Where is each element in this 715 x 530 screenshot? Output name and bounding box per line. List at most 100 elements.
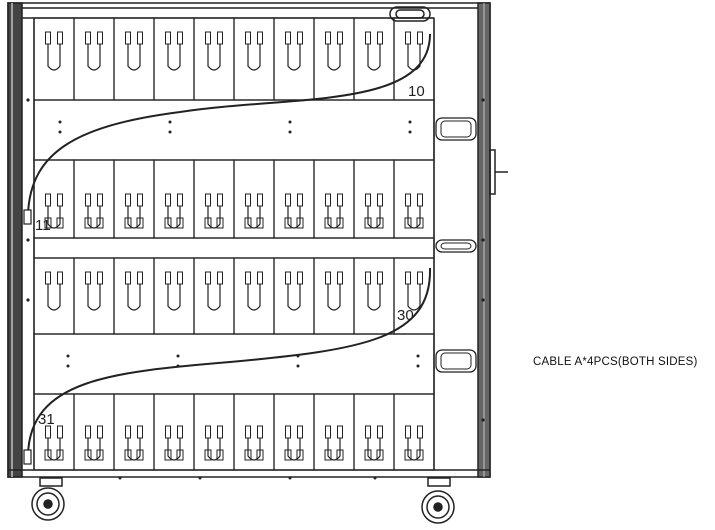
- battery-cell: [273, 17, 315, 101]
- battery-terminal: [365, 271, 371, 285]
- battery-terminal: [377, 31, 383, 45]
- cell-connector: [287, 206, 301, 229]
- battery-cell: [273, 257, 315, 335]
- battery-terminal: [125, 425, 131, 439]
- battery-terminal: [337, 193, 343, 207]
- battery-terminal: [165, 425, 171, 439]
- battery-terminal: [365, 425, 371, 439]
- top-handle: [389, 6, 431, 22]
- rivet: [58, 120, 62, 124]
- battery-terminal: [325, 425, 331, 439]
- label-battery-11: 11: [35, 217, 51, 234]
- cable-row1-row2: [27, 33, 431, 216]
- battery-terminal: [405, 271, 411, 285]
- battery-terminal: [44, 449, 52, 461]
- battery-terminal: [337, 271, 343, 285]
- battery-terminal: [205, 425, 211, 439]
- cell-connector: [327, 284, 341, 311]
- battery-terminal: [125, 193, 131, 207]
- battery-terminal: [417, 271, 423, 285]
- frame-rivet: [481, 98, 485, 102]
- caster-left: [31, 477, 65, 521]
- frame-rivet: [26, 238, 30, 242]
- battery-terminal: [405, 31, 411, 45]
- cell-connector: [127, 438, 141, 461]
- label-battery-31: 31: [38, 411, 55, 428]
- cell-connector: [127, 44, 141, 71]
- battery-terminal: [364, 449, 372, 461]
- cell-connector: [47, 206, 61, 229]
- side-handle: [435, 349, 477, 373]
- battery-labels: 10 11 30 31: [35, 83, 425, 428]
- battery-terminal: [205, 31, 211, 45]
- door-lock: [489, 149, 496, 195]
- battery-terminal: [204, 217, 212, 229]
- battery-terminal: [324, 449, 332, 461]
- battery-terminal: [96, 449, 104, 461]
- battery-terminal: [245, 31, 251, 45]
- battery-terminal: [417, 31, 423, 45]
- rivet: [416, 364, 420, 368]
- battery-terminal: [285, 271, 291, 285]
- battery-terminal: [325, 193, 331, 207]
- cell-connector: [327, 44, 341, 71]
- side-handle: [435, 239, 477, 253]
- rivet: [58, 130, 62, 134]
- battery-cell: [33, 17, 75, 101]
- battery-terminal: [97, 425, 103, 439]
- battery-terminal: [176, 217, 184, 229]
- frame-rivet: [481, 238, 485, 242]
- battery-terminal: [85, 271, 91, 285]
- casters: [31, 476, 455, 524]
- battery-terminal: [364, 217, 372, 229]
- side-handle-inner: [440, 242, 472, 250]
- battery-terminal: [217, 425, 223, 439]
- cell-connector: [47, 44, 61, 71]
- cell-connector: [247, 284, 261, 311]
- battery-terminal: [285, 193, 291, 207]
- cell-connector: [87, 44, 101, 71]
- battery-cell: [233, 393, 275, 471]
- rivet: [176, 354, 180, 358]
- battery-terminal: [297, 425, 303, 439]
- battery-cell: [193, 393, 235, 471]
- battery-terminal: [96, 217, 104, 229]
- battery-terminal: [337, 31, 343, 45]
- cell-connector: [167, 44, 181, 71]
- battery-terminal: [57, 425, 63, 439]
- cell-connector: [87, 206, 101, 229]
- caster-right: [421, 477, 455, 524]
- battery-terminal: [256, 217, 264, 229]
- battery-cells: [33, 17, 435, 471]
- battery-terminal: [216, 449, 224, 461]
- cell-connector: [367, 206, 381, 229]
- rivet: [288, 120, 292, 124]
- rivet: [66, 364, 70, 368]
- cell-connector: [87, 438, 101, 461]
- battery-terminal: [297, 31, 303, 45]
- battery-terminal: [377, 425, 383, 439]
- cell-connector: [287, 44, 301, 71]
- cell-connector: [287, 284, 301, 311]
- battery-terminal: [137, 271, 143, 285]
- battery-terminal: [324, 217, 332, 229]
- side-handle: [435, 117, 477, 141]
- battery-cell: [233, 257, 275, 335]
- battery-terminal: [97, 271, 103, 285]
- battery-cell: [153, 159, 195, 239]
- battery-terminal: [177, 31, 183, 45]
- battery-terminal: [405, 193, 411, 207]
- battery-terminal: [45, 271, 51, 285]
- battery-terminal: [136, 449, 144, 461]
- battery-cell: [393, 257, 435, 335]
- battery-terminal: [84, 449, 92, 461]
- cell-connector: [47, 438, 61, 461]
- battery-terminal: [376, 449, 384, 461]
- battery-terminal: [297, 271, 303, 285]
- cell-connector: [87, 284, 101, 311]
- battery-terminal: [244, 217, 252, 229]
- battery-terminal: [257, 425, 263, 439]
- battery-cell: [73, 17, 115, 101]
- battery-terminal: [165, 31, 171, 45]
- battery-terminal: [245, 271, 251, 285]
